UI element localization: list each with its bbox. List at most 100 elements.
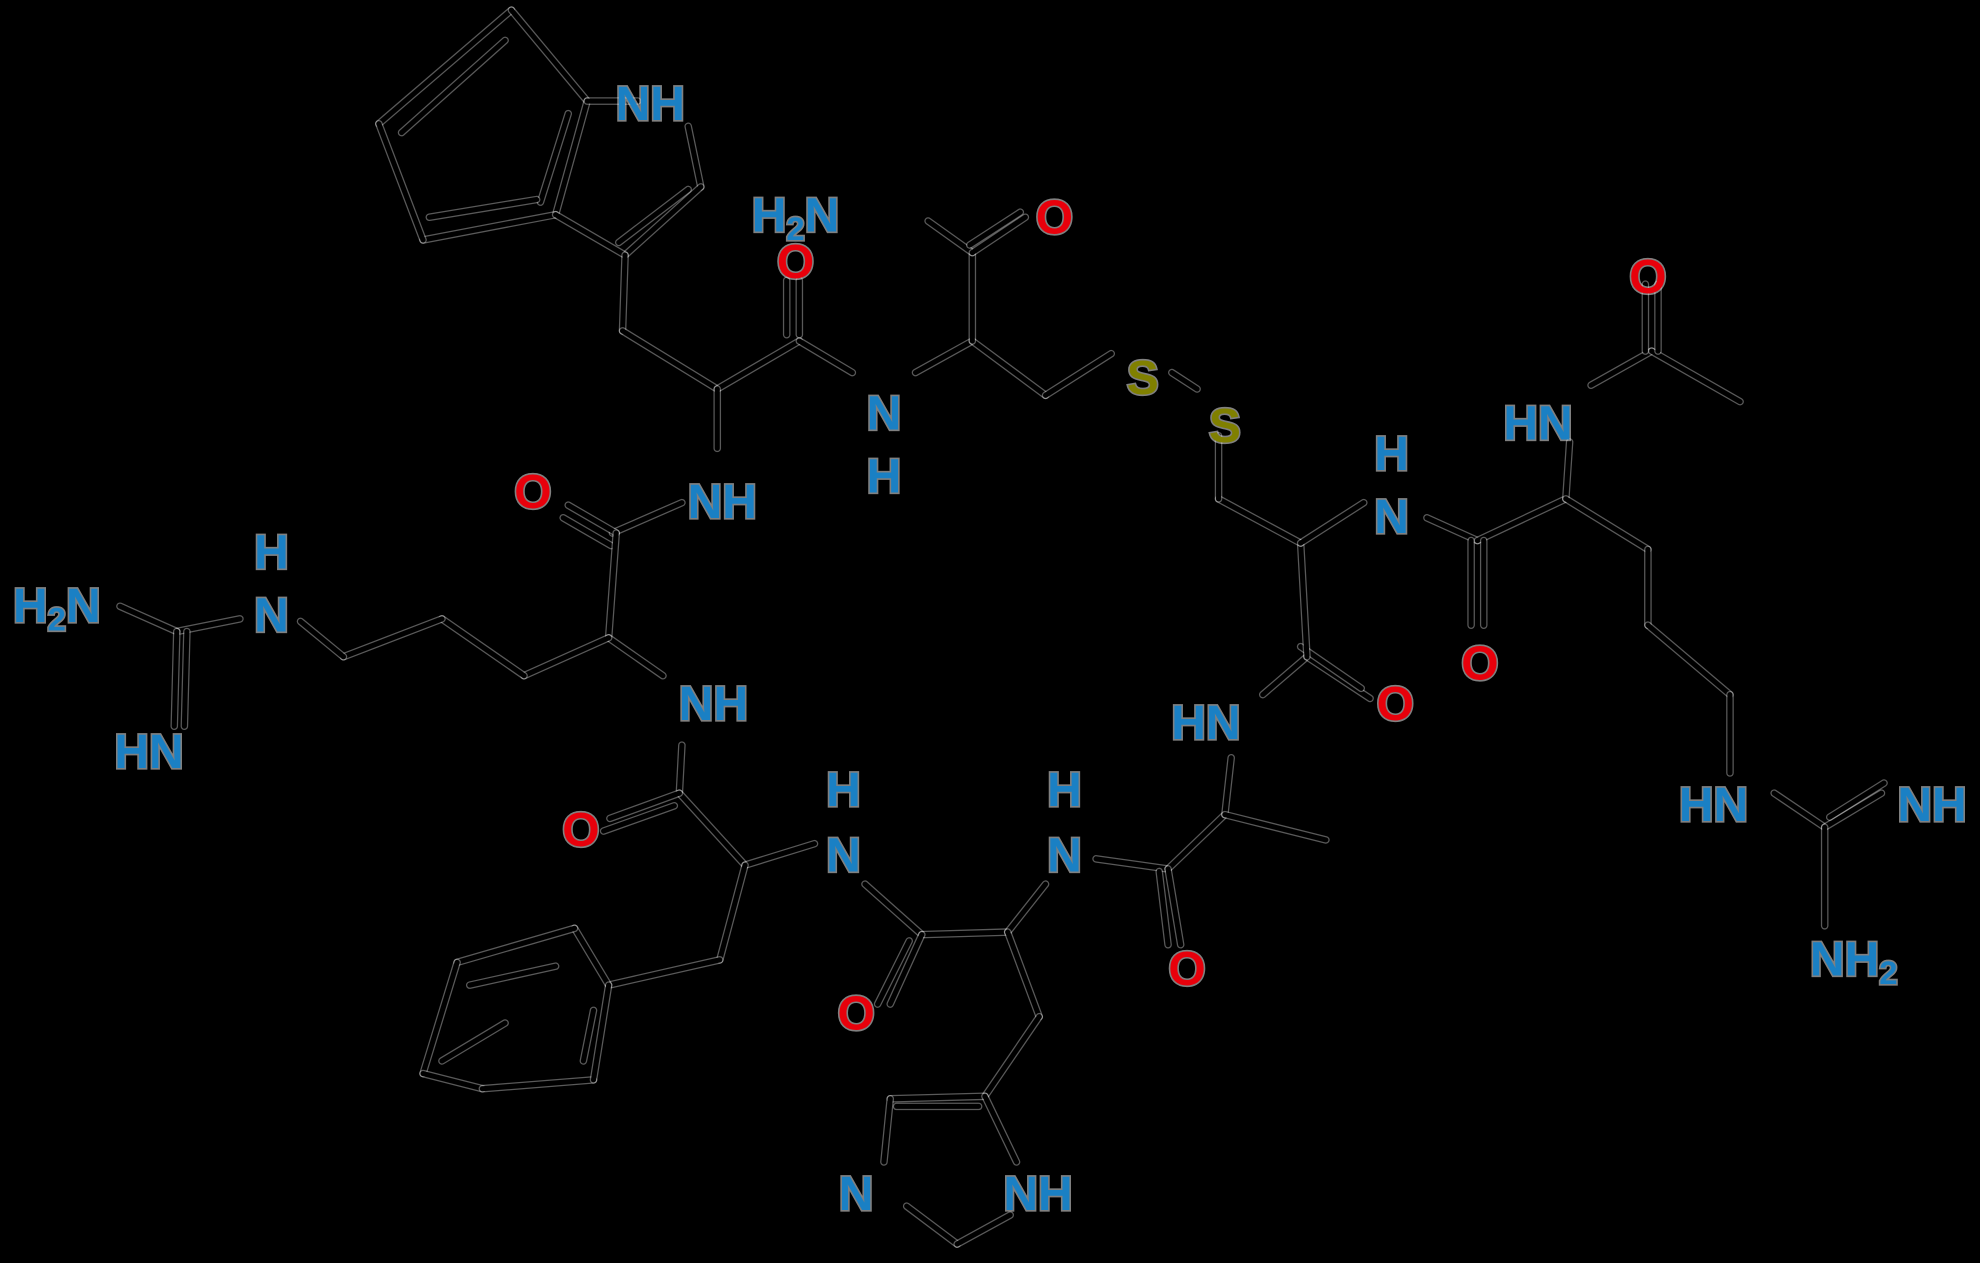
bond-line (742, 841, 818, 868)
bond-line (982, 1093, 1020, 1165)
atom-label-trp-cys-nh-n: N (867, 387, 902, 440)
bond-line (1156, 868, 1171, 948)
bond-line (904, 1203, 960, 1247)
bond-line (967, 209, 1023, 248)
atom-label-arg2-guan-hn: HN (1679, 779, 1748, 832)
atom-label-cys-amide-h2n: H2N (752, 189, 840, 247)
bond-line (714, 338, 802, 392)
bond-line (676, 790, 748, 868)
bond-line (479, 1077, 597, 1092)
atom-label-phe-nh-n: N (826, 830, 861, 883)
atom-label-his-nh-n: N (1047, 830, 1082, 883)
bond-line (1260, 654, 1310, 698)
atom-label-his-imid-n: N (839, 1168, 874, 1221)
atom-label-phe-nh-h: H (826, 764, 861, 817)
bond-line (1043, 351, 1114, 398)
bond-line (1222, 812, 1329, 843)
bond-line (553, 212, 628, 258)
bond-line (1005, 881, 1049, 935)
bond-line (919, 929, 1011, 938)
bond-line (1827, 780, 1887, 820)
bond-line (1165, 866, 1184, 948)
atom-label-his-imid-nh: NH (1003, 1168, 1072, 1221)
bond-line (420, 212, 559, 243)
bond-line (426, 197, 540, 220)
atom-label-cys-amide-o: O (1036, 192, 1073, 245)
bond-line (399, 37, 508, 136)
bond-line (117, 603, 180, 635)
bond-line (606, 635, 666, 679)
bond-line (298, 618, 346, 660)
bond-line (181, 628, 190, 729)
bond-line (560, 515, 614, 549)
bond-line (1822, 790, 1885, 830)
atom-label-trp-cys-nh-h: H (867, 451, 902, 504)
bond-line (565, 502, 619, 536)
atom-label-ac-o: O (1629, 251, 1666, 304)
bond-line (1588, 348, 1655, 388)
bond-line (340, 616, 445, 660)
bond-line (881, 1096, 893, 1165)
atom-label-arg1-nh: NH (679, 678, 748, 731)
atom-label-arg2-guan-nh: NH (1897, 779, 1966, 832)
atom-label-arg1-guan-hn: HN (114, 726, 183, 779)
bond-line (1563, 496, 1651, 552)
bond-line (590, 982, 612, 1083)
bond-line (1298, 500, 1367, 546)
atom-label-his-nh-h: H (1047, 764, 1082, 817)
bond-line (875, 938, 912, 1007)
bond-line (1424, 515, 1480, 544)
bond-line (1005, 929, 1042, 1020)
bond-line (609, 500, 685, 536)
bond-lines (116, 6, 1888, 1248)
atom-label-arg1-co-o: O (514, 466, 551, 519)
bond-line (622, 184, 704, 258)
bond-line (521, 635, 612, 679)
bond-line (537, 111, 571, 205)
bond-line (420, 1071, 485, 1092)
bond-line (467, 963, 559, 988)
atom-label-ala-hn: HN (1171, 697, 1240, 750)
bond-line (1474, 496, 1569, 544)
atom-label-arg2-co-o: O (1461, 638, 1498, 691)
bond-line (376, 121, 426, 243)
atom-label-s2: S (1209, 400, 1241, 453)
bond-line (1298, 540, 1310, 660)
atom-label-s1: S (1127, 352, 1159, 405)
bond-line (1304, 654, 1373, 701)
bond-line (607, 790, 682, 821)
atom-label-cys2-co-o: O (1377, 678, 1414, 731)
bond-line (601, 803, 677, 834)
bond-line (1771, 790, 1828, 830)
bond-line (454, 925, 578, 965)
atom-label-ac-hn: HN (1503, 398, 1572, 451)
bond-line (439, 1020, 508, 1064)
bond-line (376, 7, 514, 127)
bond-line (1093, 856, 1171, 872)
atom-label-arg1-guan-n: N (254, 590, 289, 643)
bond-line (685, 123, 704, 190)
atom-label-cys2-nh-n: N (1374, 491, 1409, 544)
bond-line (620, 252, 628, 334)
bond-line (553, 98, 590, 218)
atom-label-trp-nh: NH (688, 476, 757, 529)
bond-line (796, 338, 855, 376)
bond-line (676, 742, 685, 796)
bond-line (887, 1093, 988, 1102)
bond-line (606, 530, 619, 641)
atom-label-arg1-guan-h2n: H2N (13, 579, 101, 637)
atom-label-cys2-nh-h: H (1374, 428, 1409, 481)
bond-line (954, 1212, 1013, 1247)
bond-line (572, 925, 612, 988)
bond-line (439, 616, 527, 679)
bond-line (1649, 348, 1743, 405)
bond-line (171, 628, 180, 729)
atom-label-arg1-guan-h: H (254, 526, 289, 579)
atom-label-arg2-guan-nh2: NH2 (1810, 933, 1898, 991)
bond-line (1298, 644, 1364, 691)
atom-label-phe-co-o: O (562, 804, 599, 857)
bond-line (1169, 370, 1200, 392)
bond-line (982, 1014, 1042, 1099)
